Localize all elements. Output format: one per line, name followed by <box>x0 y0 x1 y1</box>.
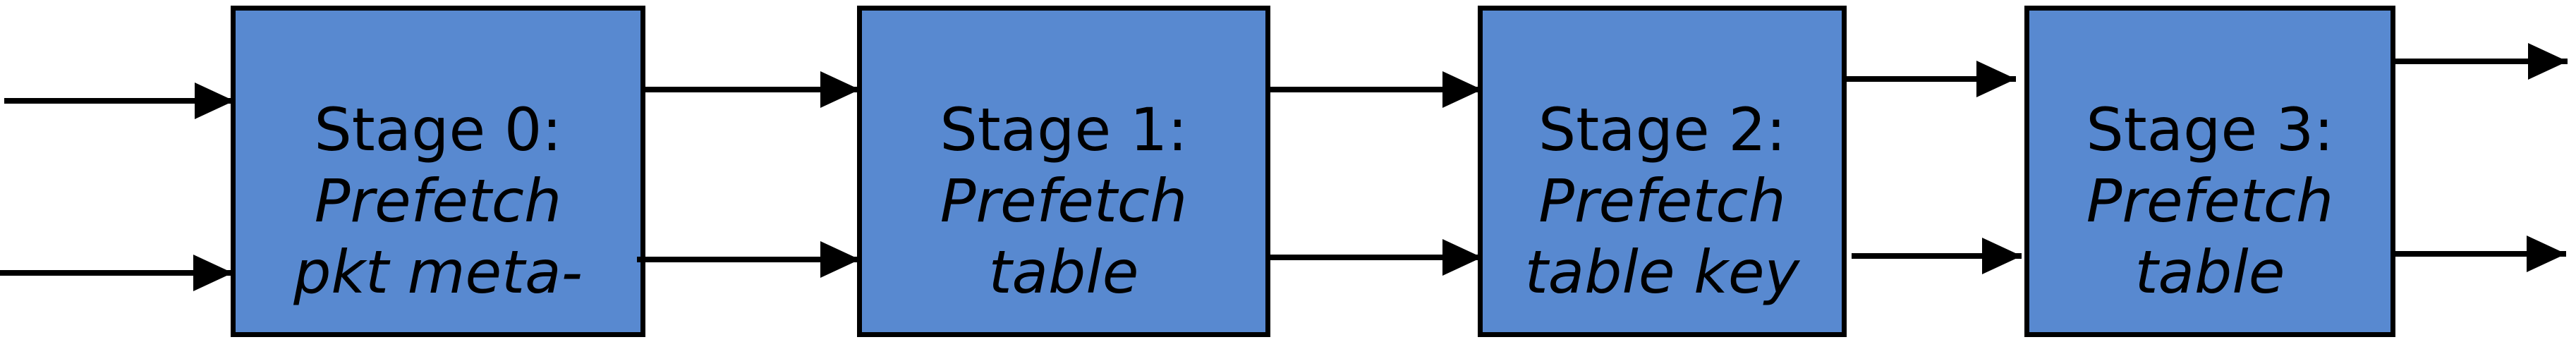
stage-3-subtitle-line-2: table <box>2134 237 2285 307</box>
stage-3-label: Stage 3: Prefetch table <box>2086 94 2333 308</box>
stage-2-box: Stage 2: Prefetch table key <box>1478 6 1847 337</box>
stage-1-box: Stage 1: Prefetch table <box>857 6 1270 337</box>
stage-1-title: Stage 1: <box>940 94 1188 164</box>
stage-0-box: Stage 0: Prefetch pkt meta- <box>231 6 645 337</box>
stage-1-label: Stage 1: Prefetch table <box>940 94 1187 308</box>
stage-1-subtitle-line-1: Prefetch <box>940 166 1188 236</box>
stage-3-subtitle-line-1: Prefetch <box>2086 166 2334 236</box>
stage-0-subtitle-line-1: Prefetch <box>314 166 562 236</box>
stage-0-label: Stage 0: Prefetch pkt meta- <box>293 94 583 308</box>
stage-2-label: Stage 2: Prefetch table key <box>1525 94 1799 308</box>
stage-2-subtitle-line-1: Prefetch <box>1538 166 1786 236</box>
stage-1-subtitle-line-2: table <box>988 237 1139 307</box>
stage-2-title: Stage 2: <box>1538 94 1787 164</box>
stage-3-title: Stage 3: <box>2086 94 2334 164</box>
stage-0-subtitle-line-2: pkt meta- <box>293 237 583 307</box>
stage-0-title: Stage 0: <box>314 94 562 164</box>
stage-3-box: Stage 3: Prefetch table <box>2024 6 2395 337</box>
stage-2-subtitle-line-2: table key <box>1524 237 1800 307</box>
